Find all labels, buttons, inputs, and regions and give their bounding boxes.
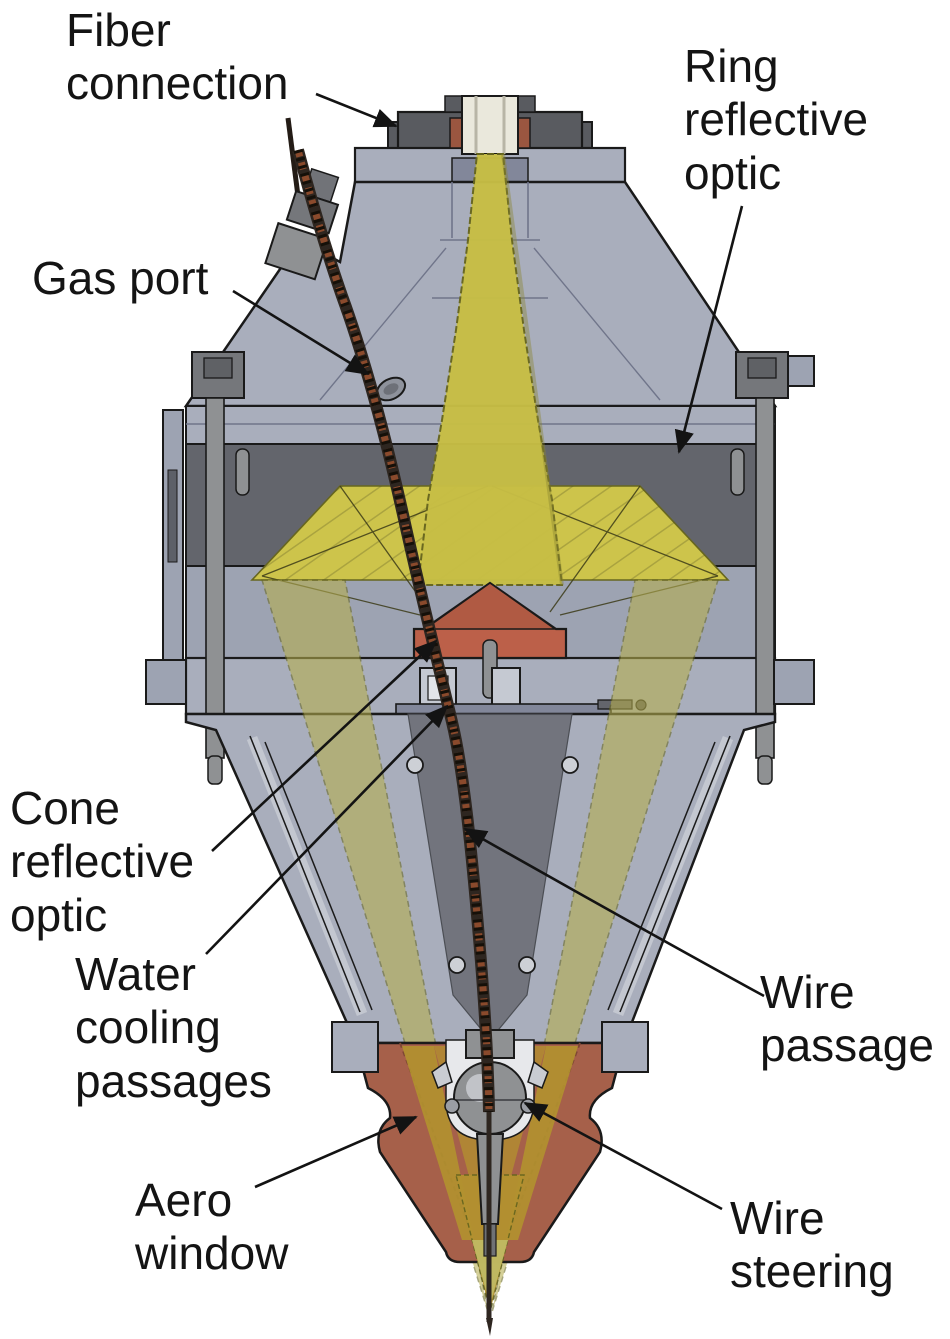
- leader-wire-passage: [463, 827, 765, 998]
- leader-cone-reflective-optic: [211, 639, 438, 852]
- tie-rod-left: [191, 351, 245, 785]
- leader-ring-reflective-optic: [674, 205, 744, 454]
- label-ring-reflective-optic: Ring reflective optic: [684, 40, 869, 199]
- leader-aero-window: [254, 1115, 418, 1189]
- leader-gas-port: [232, 289, 370, 376]
- label-fiber-connection: Fiber connection: [66, 4, 289, 110]
- fiber-ferrule: [461, 95, 519, 155]
- label-gas-port: Gas port: [32, 252, 209, 304]
- label-cone-reflective-optic: Cone reflective optic: [10, 782, 195, 941]
- leader-fiber-connection: [315, 92, 398, 128]
- leader-water-cooling-passages: [205, 704, 449, 955]
- cone-reflective-optic-part: [412, 581, 568, 699]
- central-laser-beam: [416, 153, 564, 586]
- leader-lines: [205, 92, 765, 1211]
- tie-rod-right: [735, 351, 815, 785]
- label-water-cooling-passages: Water cooling passages: [75, 948, 272, 1107]
- label-wire-passage: Wire passage: [760, 966, 934, 1072]
- wire-feed: [264, 117, 495, 1336]
- leader-wire-steering: [523, 1101, 723, 1211]
- label-aero-window: Aero window: [135, 1174, 289, 1280]
- label-wire-steering: Wire steering: [730, 1192, 894, 1298]
